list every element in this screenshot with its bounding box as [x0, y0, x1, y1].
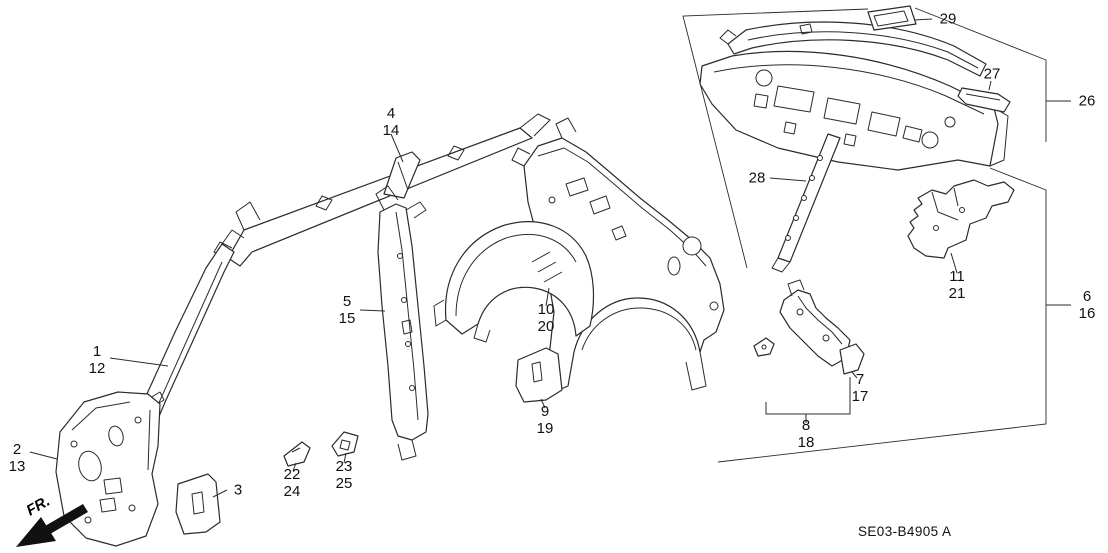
diagram-code: SE03-B4905 A [858, 524, 952, 539]
shelf-crossmember-outline [727, 21, 987, 77]
callout-number: 15 [338, 310, 356, 327]
callout-number: 21 [948, 285, 966, 302]
callout-number: 2 [12, 441, 22, 458]
quarter-inner-panel-group [511, 117, 725, 393]
callout-number: 12 [88, 360, 106, 377]
callout-27: 27 [984, 66, 1001, 83]
callout-number: 18 [797, 434, 815, 451]
small-clips-group [283, 431, 359, 467]
part-23-25-outline [331, 431, 359, 457]
callout-number: 14 [382, 122, 400, 139]
callout-26: 26 [1079, 93, 1096, 110]
callout-number: 16 [1078, 305, 1096, 322]
callout-number: 27 [983, 65, 1001, 83]
bracket-9-19-group [515, 347, 563, 403]
callout-number: 10 [537, 301, 555, 318]
group-boundary-lines [682, 7, 1047, 463]
callout-number: 29 [939, 10, 957, 28]
callout-number: 9 [540, 403, 550, 420]
part-9-19-outline [515, 347, 563, 403]
bracket-7-8-group [753, 279, 865, 375]
roof-rail-group [213, 113, 551, 267]
callout-number: 6 [1082, 288, 1092, 305]
part-22-24-outline [283, 441, 311, 467]
wheelhouse-group [433, 221, 595, 343]
callout-number: 19 [536, 420, 554, 437]
leader-lines [29, 18, 1071, 498]
callout-number: 7 [855, 371, 865, 388]
callout-number: 4 [386, 105, 396, 122]
roof-rail-bracket [383, 151, 421, 199]
wheelhouse-outline [444, 221, 595, 337]
part-27-outline [957, 87, 1011, 113]
callout-number: 20 [537, 318, 555, 335]
rear-shelf-group [699, 5, 1011, 273]
quarter-panel-outline [523, 137, 725, 393]
callout-number: 3 [233, 481, 243, 499]
part-3-outline [175, 473, 221, 535]
callout-number: 24 [283, 483, 301, 500]
callout-number: 8 [801, 417, 811, 434]
callout-number: 26 [1078, 92, 1096, 110]
callout-28: 28 [749, 170, 766, 187]
part-7-17-outline [839, 343, 865, 375]
gusset-11-21-group [907, 179, 1015, 259]
callout-3: 3 [234, 482, 242, 499]
stiffener-3-group [175, 473, 221, 535]
callout-number: 22 [283, 466, 301, 483]
callout-29: 29 [940, 11, 957, 28]
callout-number: 1 [92, 343, 102, 360]
callout-number: 25 [335, 475, 353, 492]
callout-number: 13 [8, 458, 26, 475]
callout-number: 23 [335, 458, 353, 475]
callout-number: 11 [949, 268, 965, 285]
callout-number: 28 [748, 169, 766, 187]
center-pillar-group [375, 185, 429, 461]
callout-number: 17 [851, 388, 869, 405]
callout-number: 5 [342, 293, 352, 310]
